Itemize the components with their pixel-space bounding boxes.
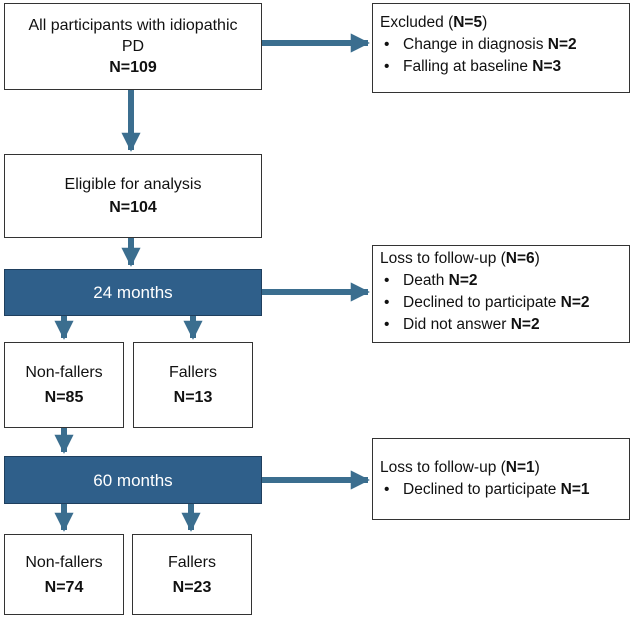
- box-nonfallers-60: Non-fallers N=74: [4, 534, 124, 615]
- fallers60-count: N=23: [172, 578, 212, 596]
- fallers60-label: Fallers: [167, 553, 216, 571]
- nonfallers60-label: Non-fallers: [25, 553, 103, 571]
- nonfallers24-label: Non-fallers: [25, 364, 103, 381]
- loss24-title: Loss to follow-up (N=6): [380, 250, 540, 267]
- box-loss-24: Loss to follow-up (N=6) Death N=2 Declin…: [372, 245, 630, 343]
- nonfallers24-count: N=85: [44, 389, 84, 406]
- eligible-label: Eligible for analysis: [64, 176, 202, 193]
- list-item: Falling at baseline N=3: [380, 56, 577, 78]
- nonfallers60-count: N=74: [44, 578, 84, 596]
- box-fallers-60: Fallers N=23: [132, 534, 252, 615]
- box-60-months: 60 months: [4, 456, 262, 504]
- fallers24-label: Fallers: [168, 364, 217, 381]
- start-line1: All participants with idiopathic: [28, 17, 238, 34]
- loss60-list: Declined to participate N=1: [380, 479, 590, 501]
- start-line2: PD: [121, 38, 145, 55]
- list-item: Did not answer N=2: [380, 314, 590, 336]
- box-excluded: Excluded (N=5) Change in diagnosis N=2 F…: [372, 3, 630, 93]
- box-nonfallers-24: Non-fallers N=85: [4, 342, 124, 428]
- list-item: Declined to participate N=2: [380, 292, 590, 314]
- 60-months-label: 60 months: [93, 470, 173, 490]
- fallers24-count: N=13: [173, 389, 213, 406]
- 24-months-label: 24 months: [93, 283, 173, 302]
- start-count: N=109: [109, 59, 157, 76]
- box-eligible: Eligible for analysis N=104: [4, 154, 262, 238]
- box-loss-60: Loss to follow-up (N=1) Declined to part…: [372, 438, 630, 520]
- box-fallers-24: Fallers N=13: [133, 342, 253, 428]
- loss24-list: Death N=2 Declined to participate N=2 Di…: [380, 270, 590, 336]
- list-item: Death N=2: [380, 270, 590, 292]
- box-24-months: 24 months: [4, 269, 262, 316]
- list-item: Declined to participate N=1: [380, 479, 590, 501]
- eligible-count: N=104: [109, 199, 157, 216]
- list-item: Change in diagnosis N=2: [380, 34, 577, 56]
- loss60-title: Loss to follow-up (N=1): [380, 459, 540, 476]
- box-all-participants: All participants with idiopathic PD N=10…: [4, 3, 262, 90]
- excluded-list: Change in diagnosis N=2 Falling at basel…: [380, 34, 577, 78]
- excluded-title: Excluded (N=5): [380, 14, 488, 31]
